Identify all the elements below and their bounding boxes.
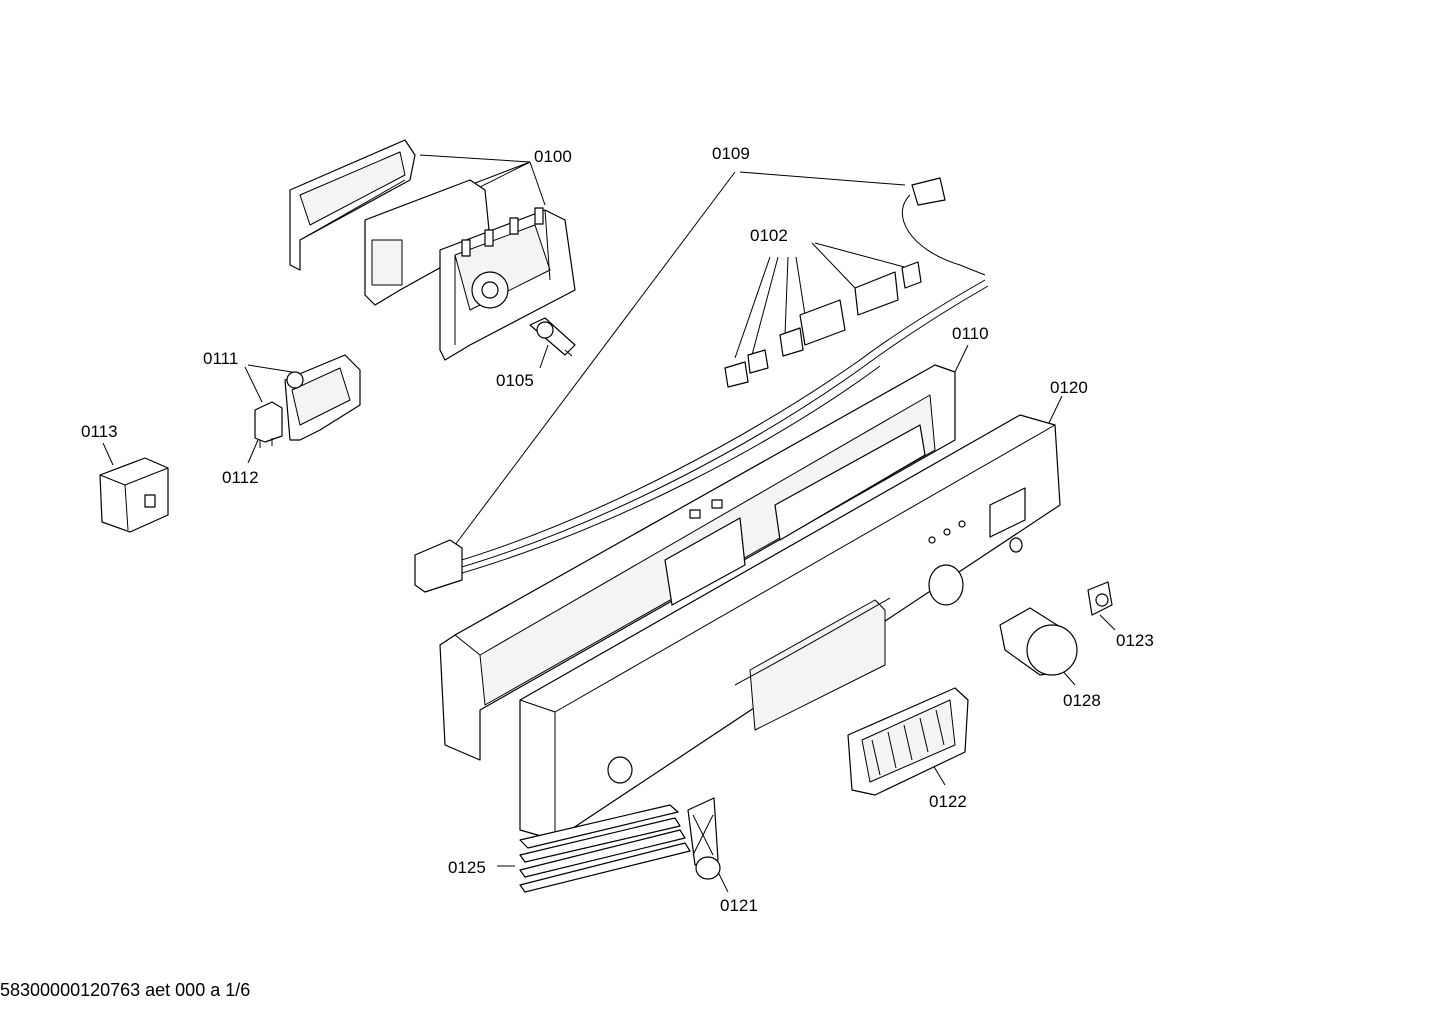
- label-0120: 0120: [1050, 378, 1088, 397]
- part-0110-panel-frame: [439, 364, 956, 761]
- part-0102-connectors: [724, 261, 922, 388]
- part-0122-button-strip: [847, 687, 969, 796]
- part-0111-door-switch: [284, 354, 361, 441]
- label-0122: 0122: [929, 792, 967, 811]
- part-labels: 0100 0109 0102 0110 0111 0105 0120 0113 …: [81, 144, 1154, 915]
- part-0128-knob: [999, 607, 1078, 676]
- document-id-footer: 58300000120763 aet 000 a 1/6: [0, 980, 251, 1000]
- part-0121-push-rod: [687, 797, 721, 880]
- label-0111: 0111: [203, 349, 238, 368]
- part-0123-switch: [1087, 581, 1113, 616]
- label-0125: 0125: [448, 858, 486, 877]
- part-0100-electronics-module: [289, 139, 576, 361]
- part-0105-sensor: [529, 317, 576, 357]
- label-0121: 0121: [720, 896, 758, 915]
- label-0112: 0112: [222, 468, 259, 487]
- part-0120-front-fascia: [519, 414, 1061, 841]
- label-0128: 0128: [1063, 691, 1101, 710]
- part-0112-suppressor: [254, 401, 283, 448]
- leader-lines: [102, 154, 1116, 893]
- part-0109-wiring-harness: [414, 177, 989, 593]
- part-0125-seal-strips: [519, 804, 691, 893]
- label-0105: 0105: [496, 371, 534, 390]
- part-0113-relay: [99, 457, 169, 533]
- label-0113: 0113: [81, 422, 118, 441]
- label-0110: 0110: [952, 324, 989, 343]
- label-0100: 0100: [534, 147, 572, 166]
- label-0123: 0123: [1116, 631, 1154, 650]
- label-0109: 0109: [712, 144, 750, 163]
- label-0102: 0102: [750, 226, 788, 245]
